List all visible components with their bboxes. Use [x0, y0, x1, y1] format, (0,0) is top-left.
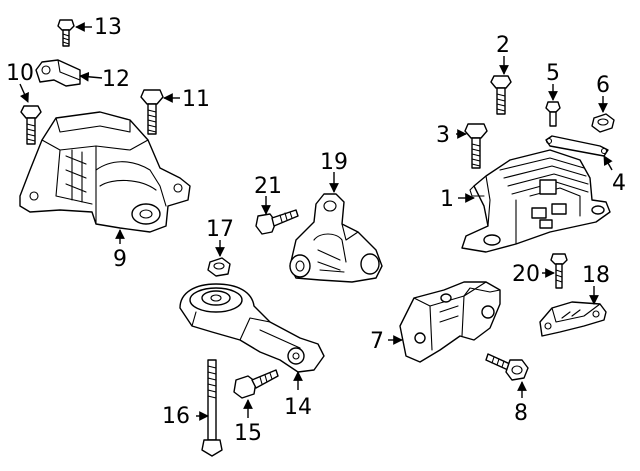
callout-11: 11 [182, 87, 210, 112]
bolt-20 [550, 253, 568, 289]
bolt-13 [57, 19, 75, 47]
bracket-18 [539, 301, 607, 337]
callout-14: 14 [284, 395, 312, 420]
bolt-11 [140, 89, 164, 135]
bolt-16 [201, 359, 223, 457]
rod-4 [545, 135, 609, 157]
callout-12: 12 [102, 67, 130, 92]
nut-6 [591, 113, 615, 133]
bracket-12 [35, 59, 81, 87]
callout-13: 13 [94, 15, 122, 40]
callout-3: 3 [436, 123, 450, 148]
bolt-2 [490, 75, 512, 115]
mount-1 [461, 149, 611, 253]
callout-2: 2 [496, 33, 510, 58]
callout-9: 9 [113, 247, 127, 272]
callout-17: 17 [206, 217, 234, 242]
callout-7: 7 [370, 329, 384, 354]
bolt-8 [485, 353, 529, 381]
mount-19 [289, 193, 383, 283]
callout-20: 20 [512, 262, 540, 287]
bracket-7 [399, 281, 501, 363]
callout-16: 16 [162, 404, 190, 429]
callout-5: 5 [546, 61, 560, 86]
mount-9 [19, 111, 191, 233]
callout-19: 19 [320, 150, 348, 175]
callout-1: 1 [440, 187, 454, 212]
callout-4: 4 [612, 171, 626, 196]
bolt-5 [545, 101, 561, 127]
callout-labels: 13 12 10 11 9 21 19 17 14 16 15 2 5 6 3 … [6, 15, 626, 446]
callout-10: 10 [6, 61, 34, 86]
callout-15: 15 [234, 421, 262, 446]
bolt-10 [20, 105, 42, 145]
callout-21: 21 [254, 174, 282, 199]
callout-6: 6 [596, 73, 610, 98]
leader-lines [19, 22, 613, 421]
callout-18: 18 [582, 263, 610, 288]
bolt-15 [233, 369, 279, 399]
bolt-21 [255, 209, 299, 235]
strut-14 [179, 283, 325, 373]
nut-17 [207, 257, 231, 277]
callout-8: 8 [514, 401, 528, 426]
bolt-3 [464, 123, 488, 169]
